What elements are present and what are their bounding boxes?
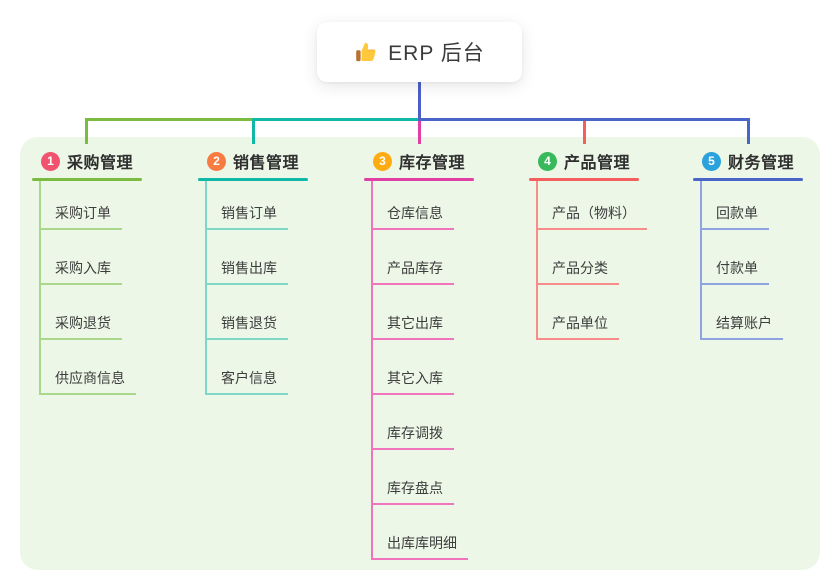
branch-purchase-children: 采购订单 采购入库 采购退货 供应商信息: [39, 181, 142, 395]
child-node[interactable]: 客户信息: [207, 340, 308, 395]
child-node-label: 仓库信息: [373, 203, 454, 230]
child-node[interactable]: 销售出库: [207, 230, 308, 285]
child-node-label: 产品（物料）: [538, 203, 647, 230]
branch-number-badge: 5: [701, 151, 721, 171]
branch-number-badge: 4: [537, 151, 557, 171]
child-node-label: 销售退货: [207, 313, 288, 340]
branch-sales: 2 销售管理 销售订单 销售出库 销售退货 客户信息: [198, 148, 308, 395]
branch-underline: [198, 178, 308, 181]
branch-underline: [32, 178, 142, 181]
child-node-label: 库存调拨: [373, 423, 454, 450]
child-node[interactable]: 采购入库: [41, 230, 142, 285]
connector-drop-inventory: [418, 121, 421, 144]
child-node[interactable]: 销售退货: [207, 285, 308, 340]
child-node[interactable]: 回款单: [702, 181, 803, 230]
child-node-label: 采购订单: [41, 203, 122, 230]
connector-segment-green: [85, 118, 253, 121]
branch-number-badge: 2: [206, 151, 226, 171]
child-node-label: 产品库存: [373, 258, 454, 285]
branch-product: 4 产品管理 产品（物料） 产品分类 产品单位: [529, 148, 647, 340]
child-node-label: 供应商信息: [41, 368, 136, 395]
branch-product-children: 产品（物料） 产品分类 产品单位: [536, 181, 647, 340]
connector-segment-indigo: [418, 118, 750, 121]
thumbs-up-icon: [354, 40, 378, 64]
branch-title-label: 财务管理: [727, 155, 794, 172]
branch-number-badge: 1: [40, 151, 60, 171]
branch-finance-header[interactable]: 5 财务管理: [693, 148, 803, 174]
branch-purchase-header[interactable]: 1 采购管理: [32, 148, 142, 174]
branch-product-header[interactable]: 4 产品管理: [529, 148, 639, 174]
child-node-label: 结算账户: [702, 313, 783, 340]
child-node[interactable]: 销售订单: [207, 181, 308, 230]
child-node-label: 产品分类: [538, 258, 619, 285]
child-node-label: 其它出库: [373, 313, 454, 340]
connector-drop-purchase: [85, 118, 88, 144]
child-node[interactable]: 出库库明细: [373, 505, 474, 560]
branch-inventory-children: 仓库信息 产品库存 其它出库 其它入库 库存调拨 库存盘点 出库库明细: [371, 181, 474, 560]
branch-underline: [364, 178, 474, 181]
connector-drop-product: [583, 121, 586, 144]
branch-finance: 5 财务管理 回款单 付款单 结算账户: [693, 148, 803, 340]
branch-inventory-header[interactable]: 3 库存管理: [364, 148, 474, 174]
root-node-label: ERP 后台: [388, 42, 485, 65]
child-node[interactable]: 采购订单: [41, 181, 142, 230]
root-stem-line: [418, 82, 421, 121]
child-node-label: 其它入库: [373, 368, 454, 395]
connector-drop-finance: [747, 118, 750, 144]
branches-panel: [20, 137, 820, 570]
branch-underline: [693, 178, 803, 181]
branch-title-label: 销售管理: [232, 155, 299, 172]
child-node[interactable]: 结算账户: [702, 285, 803, 340]
connector-segment-teal: [252, 118, 419, 121]
branch-sales-children: 销售订单 销售出库 销售退货 客户信息: [205, 181, 308, 395]
branch-finance-children: 回款单 付款单 结算账户: [700, 181, 803, 340]
child-node[interactable]: 其它出库: [373, 285, 474, 340]
branch-sales-header[interactable]: 2 销售管理: [198, 148, 308, 174]
branch-title-label: 产品管理: [563, 155, 630, 172]
connector-drop-sales: [252, 118, 255, 144]
child-node[interactable]: 产品单位: [538, 285, 639, 340]
root-node[interactable]: ERP 后台: [317, 22, 522, 82]
child-node[interactable]: 产品分类: [538, 230, 639, 285]
child-node-label: 客户信息: [207, 368, 288, 395]
child-node[interactable]: 产品（物料）: [538, 181, 647, 230]
child-node-label: 采购入库: [41, 258, 122, 285]
child-node[interactable]: 仓库信息: [373, 181, 474, 230]
child-node-label: 销售出库: [207, 258, 288, 285]
child-node[interactable]: 库存盘点: [373, 450, 474, 505]
child-node-label: 销售订单: [207, 203, 288, 230]
child-node-label: 出库库明细: [373, 533, 468, 560]
child-node-label: 采购退货: [41, 313, 122, 340]
child-node-label: 付款单: [702, 258, 769, 285]
child-node-label: 回款单: [702, 203, 769, 230]
branch-inventory: 3 库存管理 仓库信息 产品库存 其它出库 其它入库 库存调拨 库存盘点 出库库…: [364, 148, 474, 560]
child-node-label: 库存盘点: [373, 478, 454, 505]
child-node[interactable]: 产品库存: [373, 230, 474, 285]
child-node[interactable]: 库存调拨: [373, 395, 474, 450]
branch-title-label: 库存管理: [398, 155, 465, 172]
child-node[interactable]: 付款单: [702, 230, 803, 285]
child-node[interactable]: 采购退货: [41, 285, 142, 340]
branch-purchase: 1 采购管理 采购订单 采购入库 采购退货 供应商信息: [32, 148, 142, 395]
child-node-label: 产品单位: [538, 313, 619, 340]
child-node[interactable]: 其它入库: [373, 340, 474, 395]
child-node[interactable]: 供应商信息: [41, 340, 142, 395]
branch-title-label: 采购管理: [66, 155, 133, 172]
branch-number-badge: 3: [372, 151, 392, 171]
branch-underline: [529, 178, 639, 181]
